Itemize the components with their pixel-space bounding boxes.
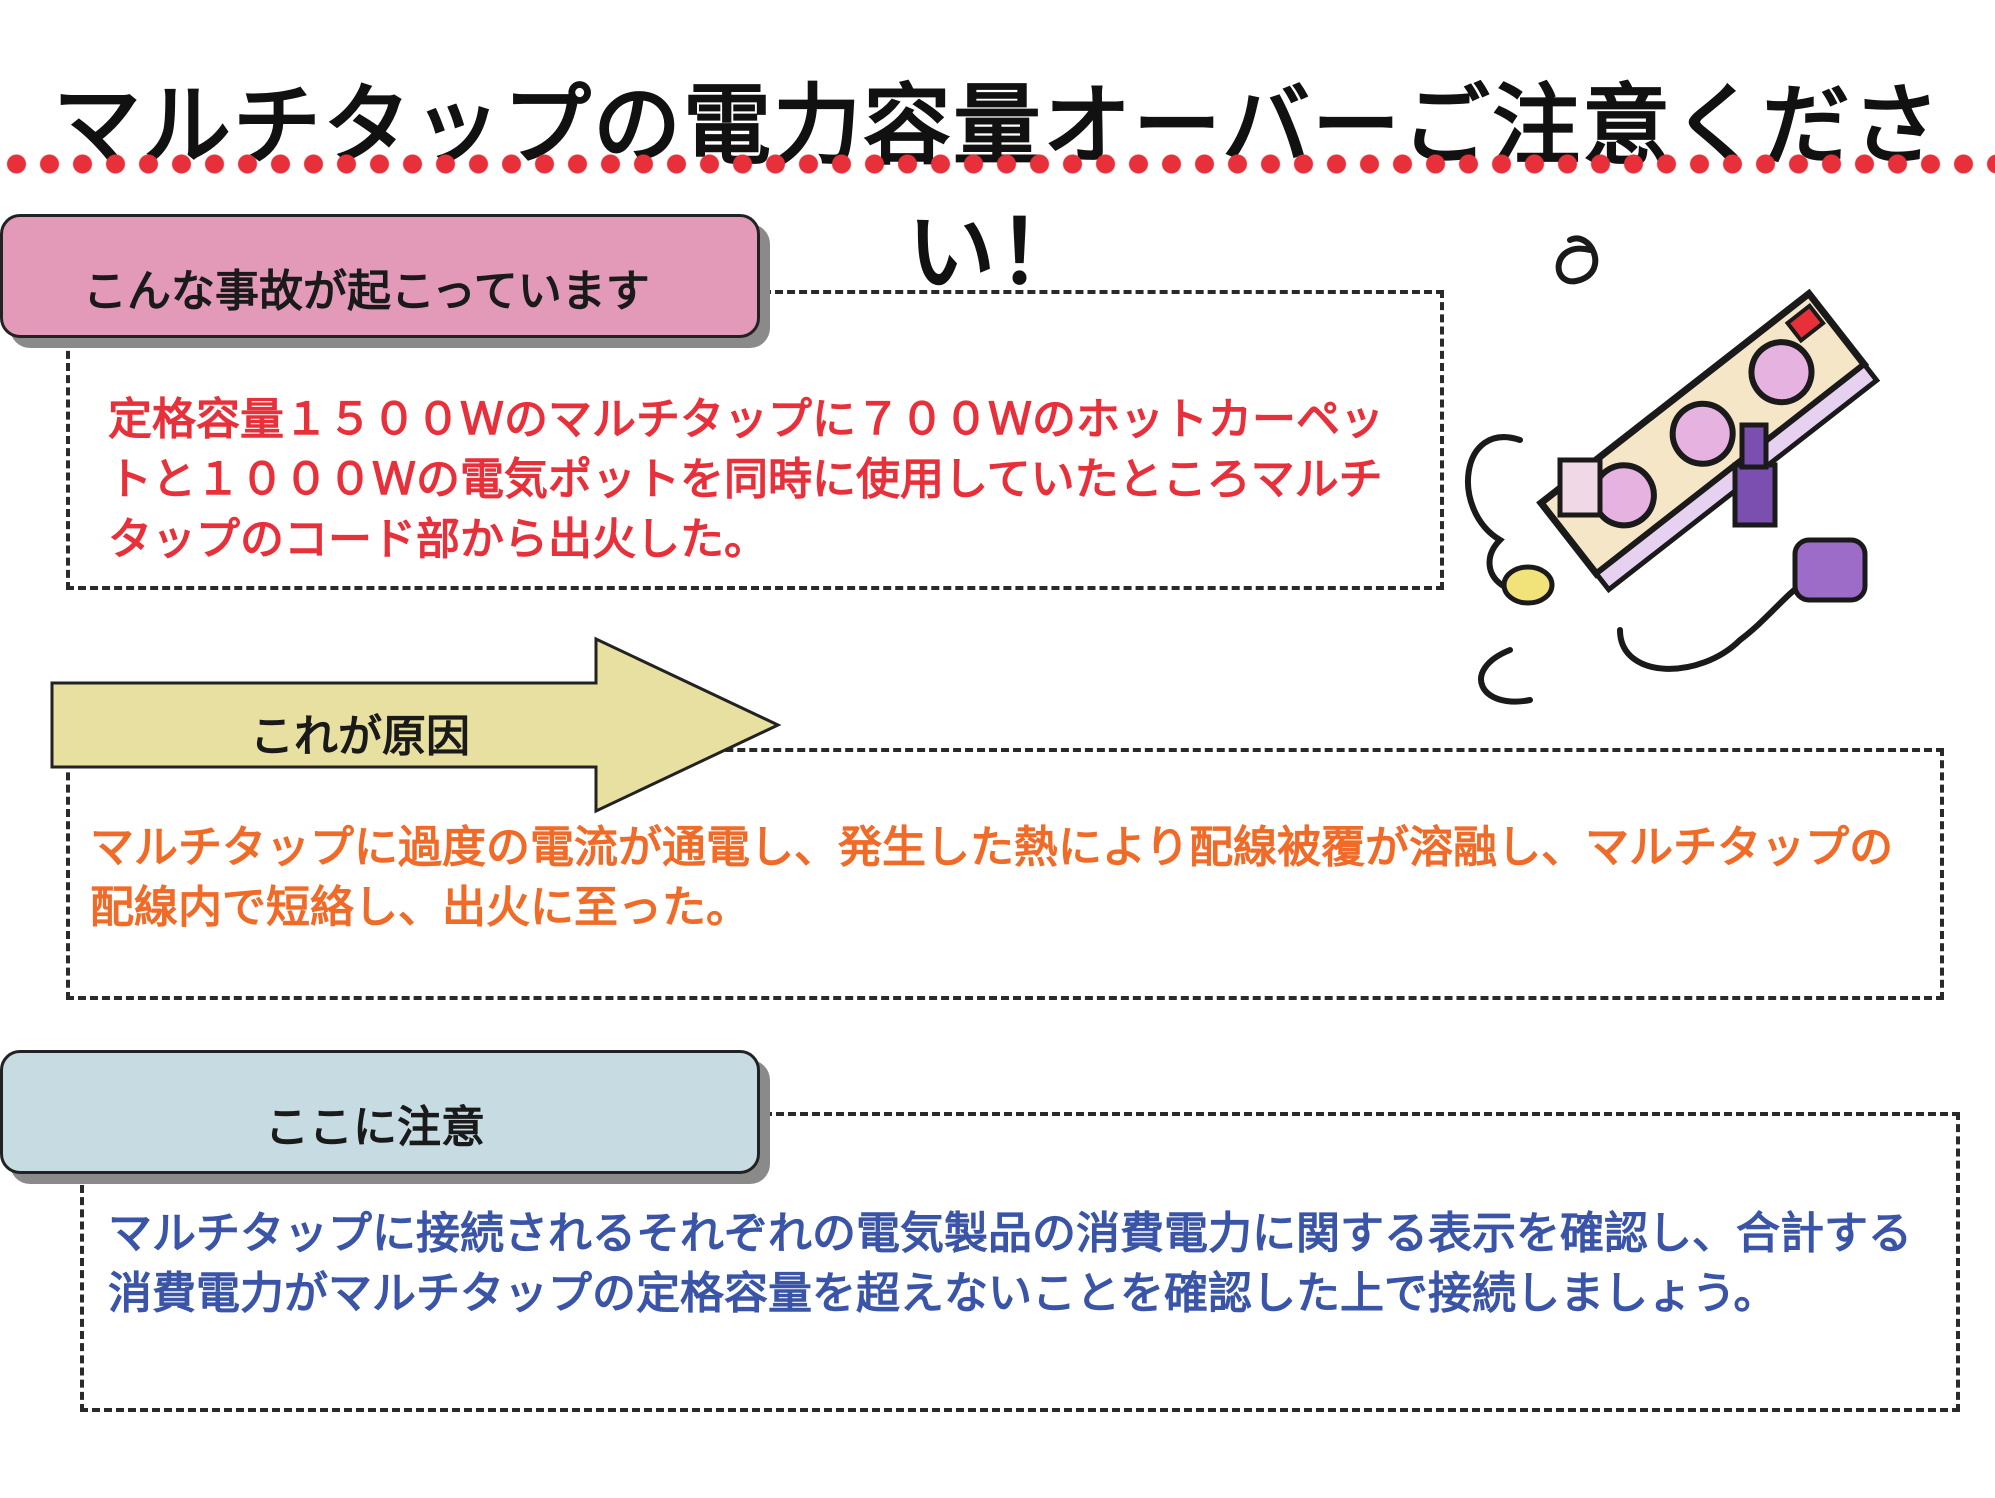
dotted-divider <box>0 152 1995 176</box>
accident-text: 定格容量１５００Ｗのマルチタップに７００Ｗのホットカーペットと１０００Ｗの電気ポ… <box>108 394 1384 565</box>
cause-text: マルチタップに過度の電流が通電し、発生した熱により配線被覆が溶融し、マルチタップ… <box>90 822 1894 933</box>
accident-label: こんな事故が起こっています <box>0 214 760 338</box>
power-strip-icon <box>1465 235 1881 705</box>
cause-arrow <box>50 636 782 814</box>
cause-box: マルチタップに過度の電流が通電し、発生した熱により配線被覆が溶融し、マルチタップ… <box>66 748 1944 1000</box>
cause-label: これが原因 <box>250 711 470 762</box>
caution-box: マルチタップに接続されるそれぞれの電気製品の消費電力に関する表示を確認し、合計す… <box>80 1112 1960 1412</box>
accident-box: 定格容量１５００Ｗのマルチタップに７００Ｗのホットカーペットと１０００Ｗの電気ポ… <box>66 290 1444 590</box>
caution-text: マルチタップに接続されるそれぞれの電気製品の消費電力に関する表示を確認し、合計す… <box>108 1208 1912 1319</box>
caution-label: ここに注意 <box>0 1050 760 1174</box>
